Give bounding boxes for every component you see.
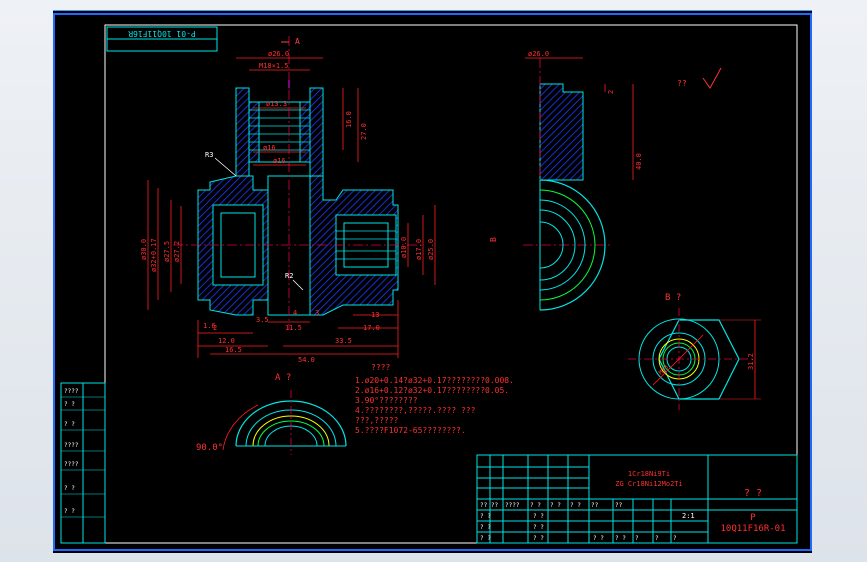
title-block-row-label: ? ? xyxy=(480,513,491,520)
dim-l17: 17.0 xyxy=(363,324,380,332)
title-block-row-value: ? ? xyxy=(533,513,544,520)
note-2: 2.ø16+0.12?ø32+0.17????????0.05. xyxy=(355,386,509,395)
left-strip-label: ? ? xyxy=(64,508,75,515)
notes-heading: ???? xyxy=(371,363,390,372)
hex-view-b: B ? 31.2 M18 xyxy=(628,293,761,410)
side-dim-2: 2 xyxy=(607,90,615,94)
hatch-top-right xyxy=(299,87,324,177)
note-5: 5.????F1072-65????????. xyxy=(355,426,466,435)
part-code: P xyxy=(750,513,756,523)
drawing-sheet: P-01 10Q11F16R ????? ?? ?????????? ?? ? xyxy=(53,10,812,551)
main-section-view: A ø26.0 xyxy=(140,36,498,364)
radius-r3: R3 xyxy=(205,151,213,159)
side-dim-d26: ø26.0 xyxy=(528,50,549,58)
dim-l3: 3 xyxy=(315,309,319,317)
hex-dim: 31.2 xyxy=(747,353,755,370)
title-block-header-cell: ? ? xyxy=(570,502,581,509)
dim-l1-6: 1.6 xyxy=(203,322,216,330)
title-block-sheet-cell: ? xyxy=(635,535,639,542)
title-block-sheet-cell: ? ? xyxy=(615,535,626,542)
mirrored-title-text: P-01 10Q11F16R xyxy=(128,29,196,38)
side-b-label: B xyxy=(489,237,498,242)
note-4: 4.????????,?????.???? ??? xyxy=(355,406,476,415)
view-a-lower: A ? 90.0° xyxy=(196,373,347,455)
dim-d27: ø27.5 xyxy=(163,241,171,262)
left-strip-label: ???? xyxy=(64,388,79,395)
title-block-sheet-cell: ? ? xyxy=(593,535,604,542)
left-strip-label: ? ? xyxy=(64,401,75,408)
dim-l12: 12.0 xyxy=(218,337,235,345)
title-block-row-label: ? ? xyxy=(480,535,491,542)
title-block-header-cell: ???? xyxy=(505,502,520,509)
part-name: ? ? xyxy=(744,488,762,499)
section-a-label: A xyxy=(295,37,300,46)
drawing-number: 10Q11F16R-01 xyxy=(720,524,785,534)
surface-roughness-mark: ?? xyxy=(677,79,687,88)
dim-d25: ø25.0 xyxy=(427,239,435,260)
dim-d27-2: ø27.2 xyxy=(173,241,181,262)
dim-l16-5: 16.5 xyxy=(225,346,242,354)
dim-l54: 54.0 xyxy=(298,356,315,364)
dim-l16: 16.0 xyxy=(345,111,353,128)
dim-d16-mid: ø16 xyxy=(273,157,286,165)
left-strip-label: ???? xyxy=(64,442,79,449)
dim-l11-5: 11.5 xyxy=(285,324,302,332)
left-strip-label: ? ? xyxy=(64,485,75,492)
note-1: 1.ø20+0.14?ø32+0.17????????0.008. xyxy=(355,376,514,385)
view-b-label: B ? xyxy=(665,293,681,303)
material-2: ZG Cr18Ni12Mo2Ti xyxy=(615,480,682,488)
title-block-row-label: ? ? xyxy=(480,524,491,531)
dim-l3-5: 3.5 xyxy=(256,316,269,324)
title-block-sheet-cell: ? xyxy=(673,535,677,542)
title-block-row-value: ? ? xyxy=(533,535,544,542)
scale-value: 2:1 xyxy=(682,512,695,520)
dim-l2: 2 xyxy=(213,324,217,332)
dim-l13: 13 xyxy=(371,311,379,319)
outer-border xyxy=(53,13,812,551)
mirrored-title-box: P-01 10Q11F16R xyxy=(106,26,218,52)
roughness-symbol xyxy=(702,67,722,89)
title-block-header-cell: ? ? xyxy=(530,502,541,509)
dim-d10: ø10.0 xyxy=(400,237,408,258)
dim-l4: 4 xyxy=(293,309,297,317)
technical-notes: ???? 1.ø20+0.14?ø32+0.17????????0.008. 2… xyxy=(355,363,514,435)
title-block: 1Cr18Ni9Ti ZG Cr18Ni12Mo2Ti ? ? P 10Q11F… xyxy=(476,454,798,544)
cad-drawing-canvas[interactable]: P-01 10Q11F16R ????? ?? ?????????? ?? ? xyxy=(53,10,812,553)
title-block-sheet-cell: ? xyxy=(655,535,659,542)
dim-d32: ø32+0.17 xyxy=(150,238,158,272)
angle-dim: 90.0° xyxy=(196,443,223,453)
left-strip-label: ???? xyxy=(64,461,79,468)
material-1: 1Cr18Ni9Ti xyxy=(628,470,670,478)
left-revision-strip: ???? ? ? ? ????????? ? ? ? ? xyxy=(60,382,106,544)
dim-l33-5: 33.5 xyxy=(335,337,352,345)
dim-l27: 27.0 xyxy=(360,123,368,140)
side-view: ø26.0 2 40.0 ?? xyxy=(523,50,722,311)
title-block-row-value: ? ? xyxy=(533,524,544,531)
view-a-lower-label: A ? xyxy=(275,373,291,383)
title-block-header-cell: ?? xyxy=(615,502,623,509)
dim-d13: ø13.3 xyxy=(266,100,287,108)
title-block-header-cell: ?? ?? xyxy=(480,502,498,509)
dim-d16-top: ø16 xyxy=(263,144,276,152)
radius-r2: R2 xyxy=(285,272,293,280)
dim-d26: ø26.0 xyxy=(268,50,289,58)
hatch-top-left xyxy=(235,87,260,177)
title-block-header-cell: ?? xyxy=(591,502,599,509)
inner-frame xyxy=(104,24,798,544)
left-strip-label: ? ? xyxy=(64,421,75,428)
dim-m18: M18×1.5 xyxy=(259,62,289,70)
dim-d30: ø30.0 xyxy=(140,239,148,260)
note-4-cont: ???,????? xyxy=(355,416,399,425)
side-dim-40: 40.0 xyxy=(635,153,643,170)
dim-d17: ø17.0 xyxy=(415,239,423,260)
note-3: 3.90°???????? xyxy=(355,396,418,405)
title-block-header-cell: ? ? xyxy=(550,502,561,509)
